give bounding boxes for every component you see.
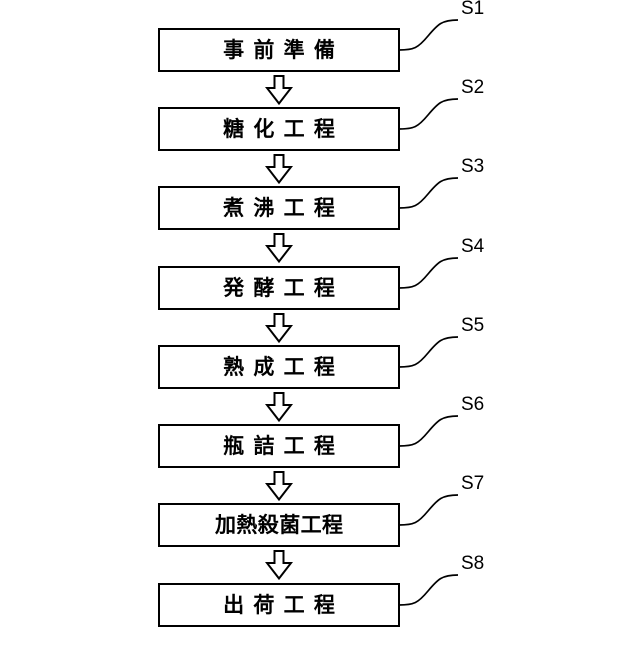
down-arrow-icon: [265, 392, 293, 422]
down-arrow-icon: [265, 313, 293, 343]
flow-step: 煮沸工程 S3: [0, 157, 640, 265]
process-box-label: 事前準備: [223, 37, 345, 62]
leader-line-s1: [398, 0, 468, 58]
process-box-label: 瓶詰工程: [223, 433, 345, 458]
flow-step: 発酵工程 S4: [0, 237, 640, 345]
process-box-label: 加熱殺菌工程: [214, 512, 344, 537]
flow-step: 出荷工程 S8: [0, 554, 640, 662]
process-flow-diagram: 事前準備 S1 糖化工程 S2: [0, 0, 640, 627]
process-box-s6[interactable]: 瓶詰工程: [158, 424, 400, 468]
reference-numeral-s5: S5: [461, 315, 485, 336]
down-arrow-icon: [265, 233, 293, 263]
process-box-label: 煮沸工程: [223, 195, 345, 220]
flow-step: 瓶詰工程 S6: [0, 395, 640, 503]
process-box-s2[interactable]: 糖化工程: [158, 107, 400, 151]
process-box-s3[interactable]: 煮沸工程: [158, 186, 400, 230]
reference-numeral-s6: S6: [461, 394, 485, 415]
reference-numeral-s2: S2: [461, 77, 485, 98]
reference-numeral-s4: S4: [461, 236, 485, 257]
process-box-s5[interactable]: 熟成工程: [158, 345, 400, 389]
down-arrow-icon: [265, 75, 293, 105]
reference-numeral-s1: S1: [461, 0, 485, 19]
flow-step: 事前準備 S1: [0, 0, 640, 107]
process-box-s7[interactable]: 加熱殺菌工程: [158, 503, 400, 547]
process-box-label: 出荷工程: [223, 592, 345, 617]
down-arrow-icon: [265, 471, 293, 501]
reference-numeral-s7: S7: [461, 473, 485, 494]
process-box-label: 熟成工程: [223, 354, 345, 379]
down-arrow-icon: [265, 154, 293, 184]
process-box-label: 発酵工程: [223, 275, 345, 300]
down-arrow-icon: [265, 550, 293, 580]
process-box-s4[interactable]: 発酵工程: [158, 266, 400, 310]
process-box-s1[interactable]: 事前準備: [158, 28, 400, 72]
flow-step: 加熱殺菌工程 S7: [0, 474, 640, 582]
process-box-label: 糖化工程: [223, 116, 345, 141]
reference-numeral-s3: S3: [461, 156, 485, 177]
flow-step: 糖化工程 S2: [0, 78, 640, 186]
reference-numeral-s8: S8: [461, 553, 485, 574]
process-box-s8[interactable]: 出荷工程: [158, 583, 400, 627]
flow-step: 熟成工程 S5: [0, 316, 640, 424]
